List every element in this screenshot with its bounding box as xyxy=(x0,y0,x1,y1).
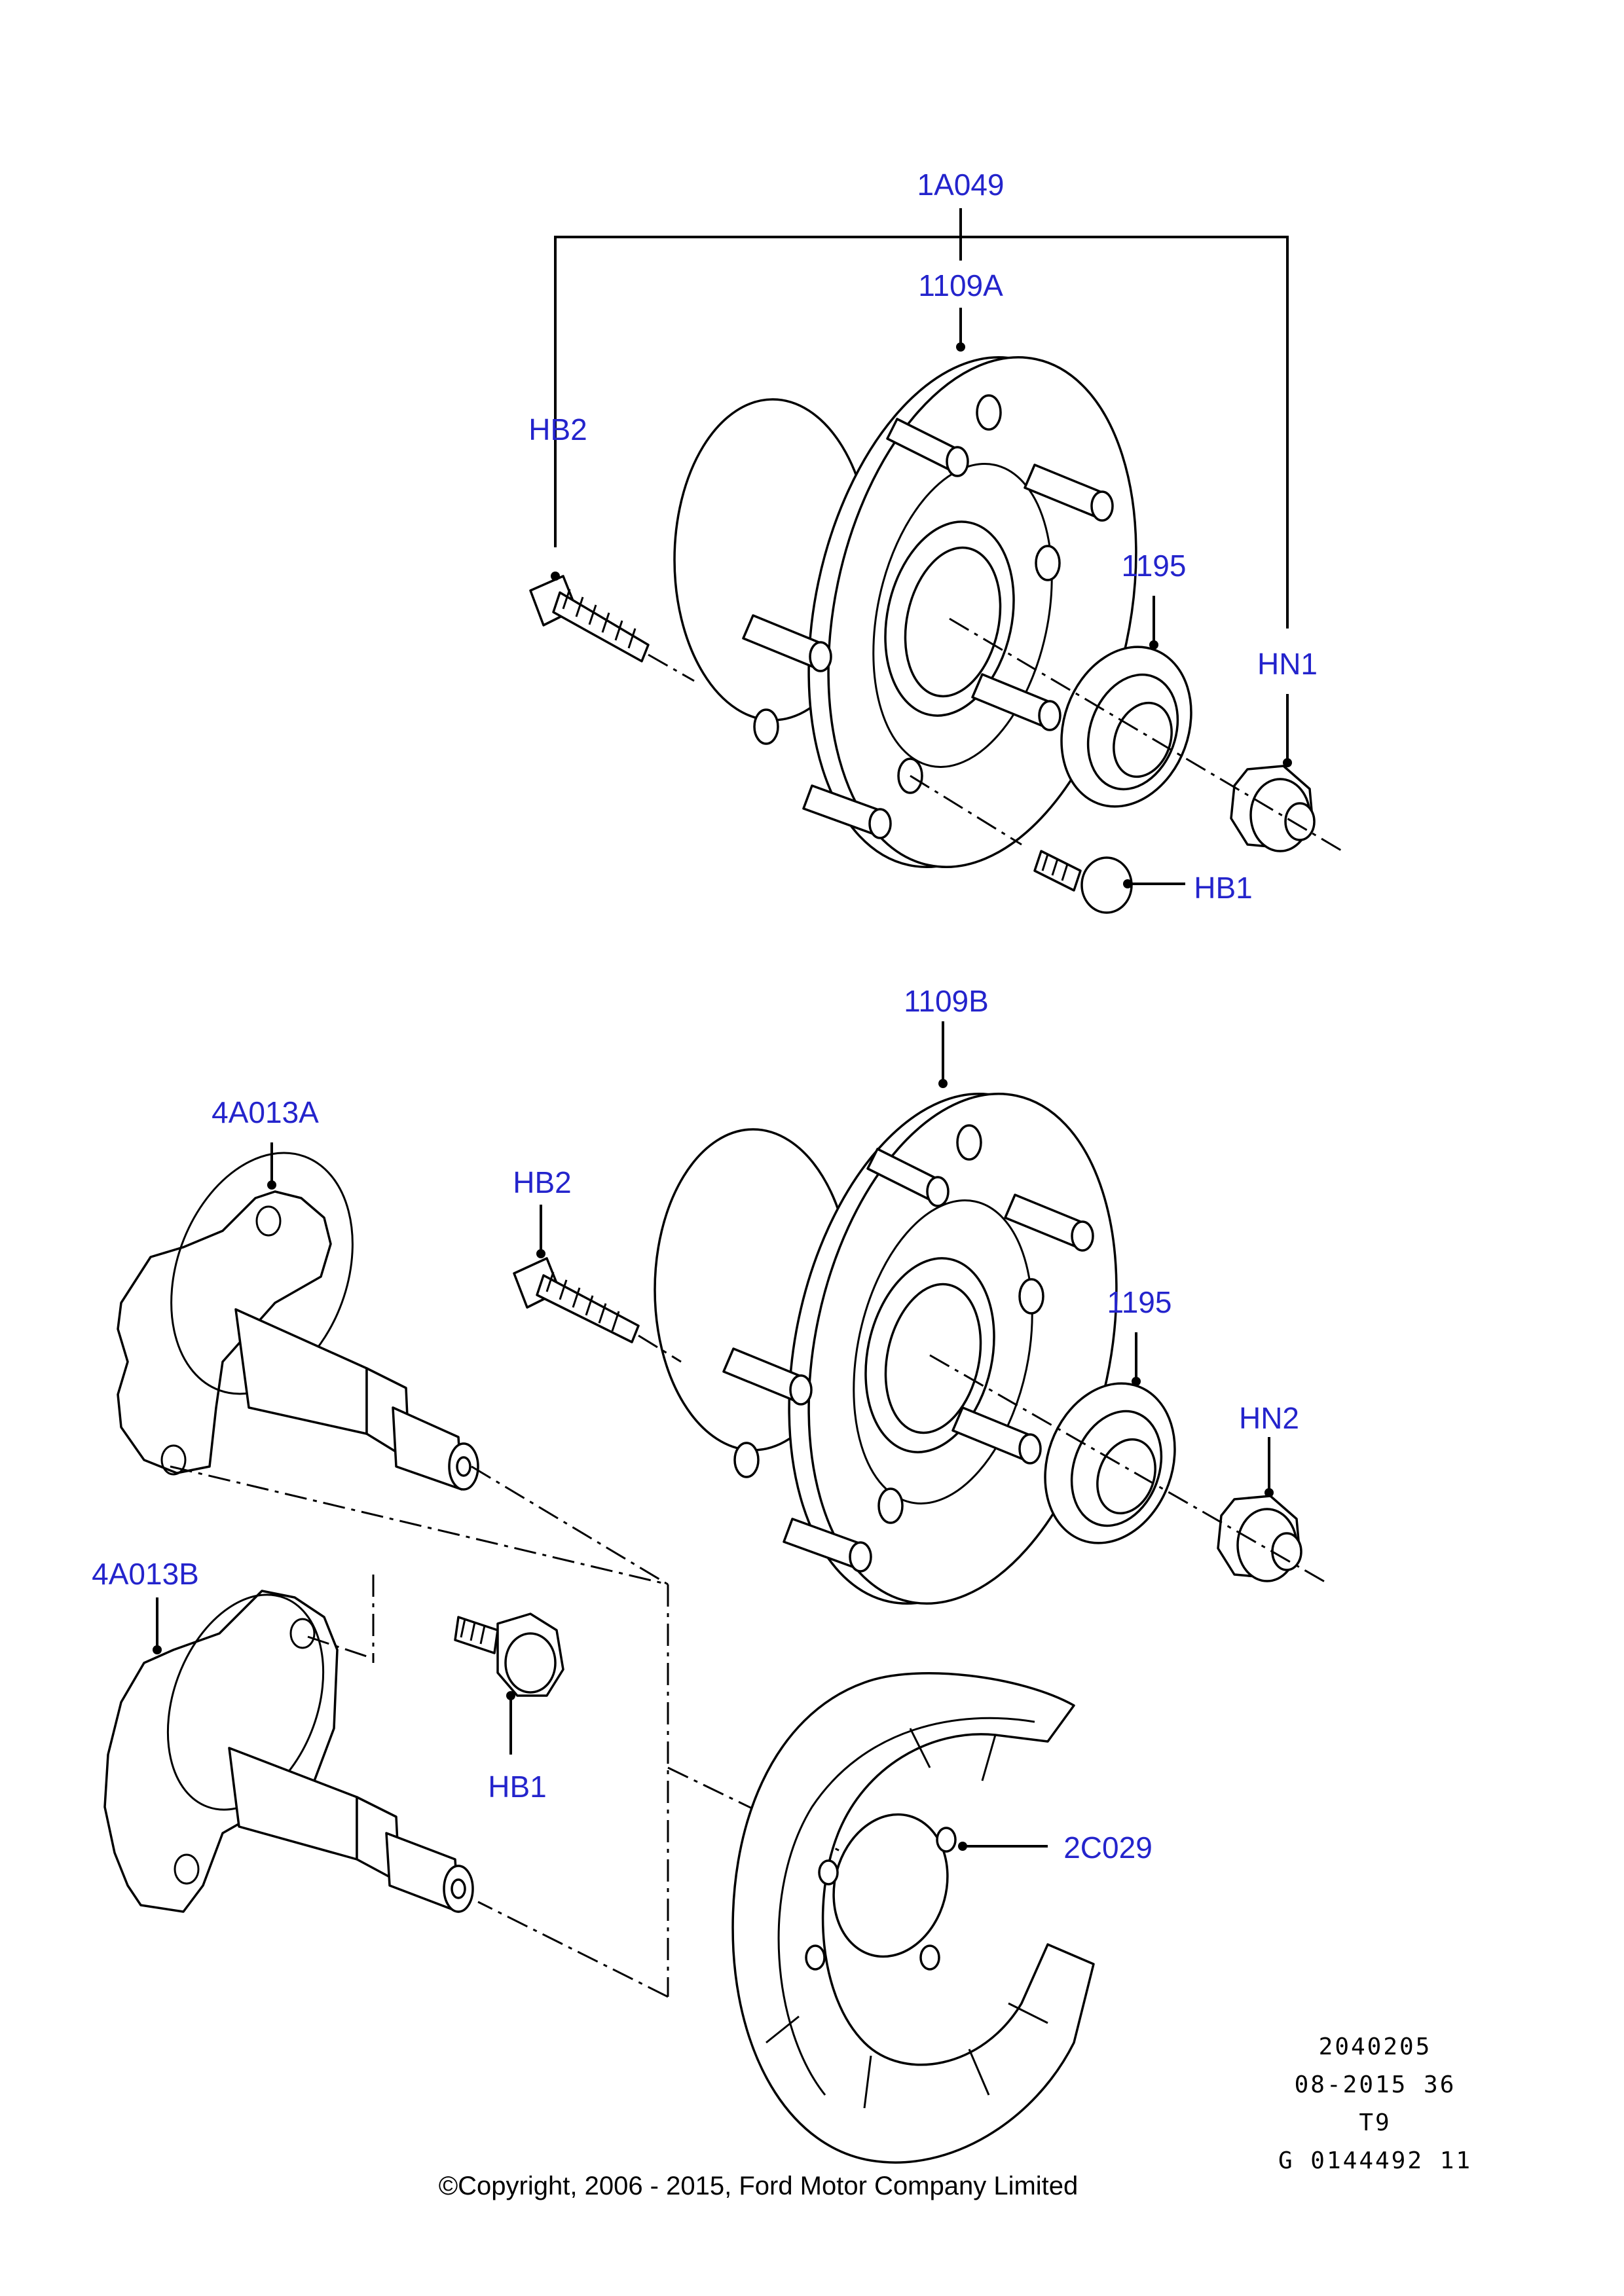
copyright-notice: ©Copyright, 2006 - 2015, Ford Motor Comp… xyxy=(439,2172,1079,2200)
callout-HB1-top: HB1 xyxy=(1194,871,1252,905)
callout-HB2-middle: HB2 xyxy=(513,1165,571,1199)
kit-bracket-1A049 xyxy=(554,236,1289,629)
hub-nut-HN2 xyxy=(1217,1495,1302,1582)
callout-1109B: 1109B xyxy=(904,984,989,1018)
wheel-hub-1109A xyxy=(673,356,1137,868)
wheel-bolt-HB2-top xyxy=(529,575,695,682)
callout-HB1-bottom: HB1 xyxy=(488,1770,546,1804)
callout-1109A: 1109A xyxy=(918,268,1003,302)
wheel-bolt-HB2-middle xyxy=(513,1257,682,1363)
bolt-HB1-top xyxy=(1033,850,1133,914)
callout-4A013A: 4A013A xyxy=(212,1095,319,1129)
seal-1195-middle xyxy=(1044,1382,1176,1544)
hub-nut-HN1 xyxy=(1230,765,1316,852)
callout-2C029: 2C029 xyxy=(1063,1831,1153,1865)
seal-1195-top xyxy=(1060,646,1192,808)
bolt-HB1-bottom xyxy=(454,1613,564,1697)
reference-line-4: G 0144492 11 xyxy=(1278,2147,1472,2174)
spindle-4A013B xyxy=(103,1590,474,1913)
callout-1195-middle: 1195 xyxy=(1107,1285,1172,1319)
reference-block: 2040205 08-2015 36 T9 G 0144492 11 xyxy=(1278,2033,1472,2174)
callout-1A049: 1A049 xyxy=(917,168,1004,202)
reference-line-1: 2040205 xyxy=(1319,2033,1432,2060)
callout-1195-top: 1195 xyxy=(1122,549,1187,583)
spindle-4A013A xyxy=(117,1152,479,1491)
callout-labels: 1A049 1109A HB2 1195 HN1 HB1 1109B 4A013… xyxy=(92,168,1318,1865)
reference-line-3: T9 xyxy=(1359,2109,1391,2136)
callout-4A013B: 4A013B xyxy=(92,1557,199,1591)
wheel-hub-1109B xyxy=(654,1093,1118,1605)
reference-line-2: 08-2015 36 xyxy=(1295,2071,1456,2098)
callout-HN1: HN1 xyxy=(1257,647,1318,681)
alignment-lines xyxy=(170,1465,872,1998)
callout-HN2: HN2 xyxy=(1239,1401,1299,1435)
callout-HB2-top: HB2 xyxy=(528,412,587,446)
dust-shield-2C029 xyxy=(731,1672,1095,2164)
top-assembly xyxy=(529,208,1343,914)
middle-assembly xyxy=(513,1021,1330,1605)
